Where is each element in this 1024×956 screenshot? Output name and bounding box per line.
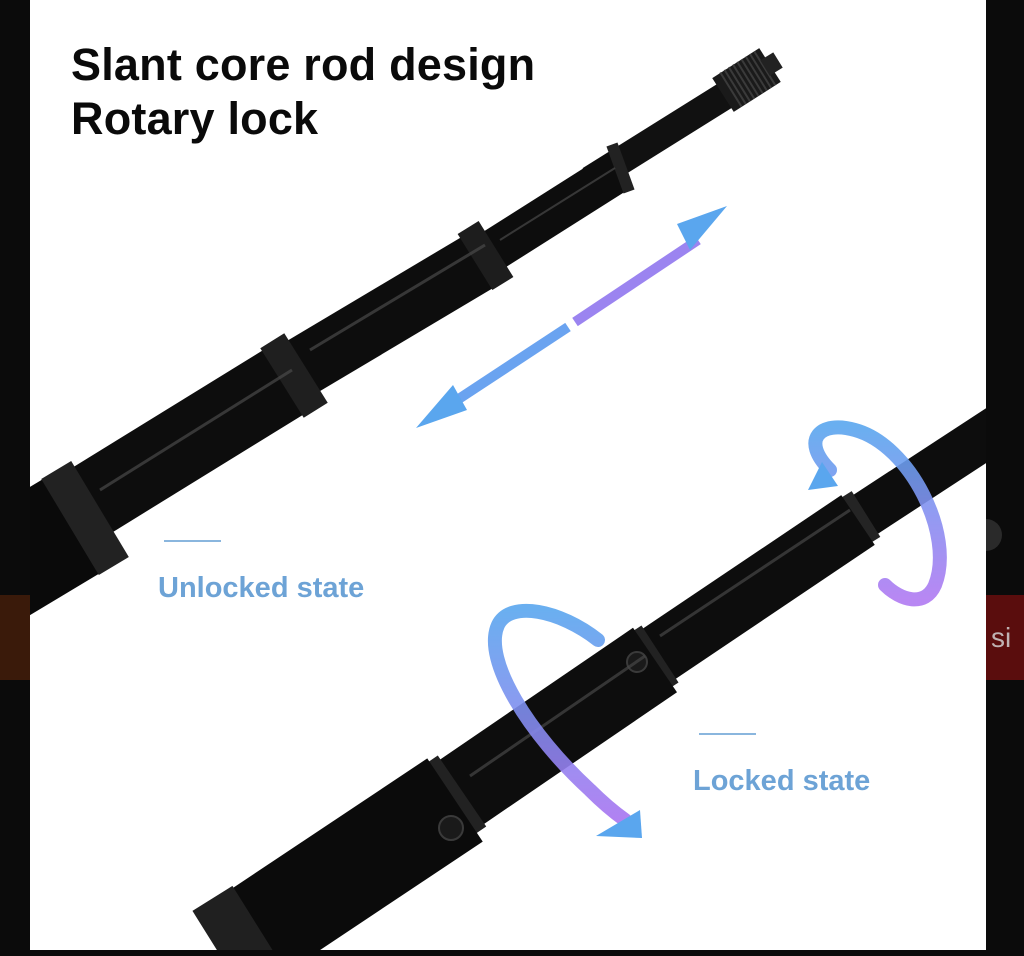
label-dash: [699, 733, 756, 735]
headline: Slant core rod design Rotary lock: [71, 38, 535, 146]
label-dash: [164, 540, 221, 542]
rotate-arrow-large-icon: [487, 603, 642, 838]
headline-line-1: Slant core rod design: [71, 39, 536, 90]
rod-illustration: [30, 48, 986, 950]
unlocked-state-text: Unlocked state: [158, 572, 365, 604]
locked-state-label: Locked state: [693, 733, 871, 798]
locked-state-text: Locked state: [693, 765, 871, 797]
product-photo: Slant core rod design Rotary lock Unlock…: [30, 0, 986, 950]
locked-rod: [192, 408, 986, 950]
rotate-arrow-small-icon: [808, 420, 947, 607]
clipped-edge-text: si: [991, 622, 1012, 653]
unlocked-rod: [30, 48, 783, 616]
unlocked-state-label: Unlocked state: [158, 540, 365, 605]
headline-line-2: Rotary lock: [71, 93, 319, 144]
extend-arrow-icon: [416, 206, 727, 428]
